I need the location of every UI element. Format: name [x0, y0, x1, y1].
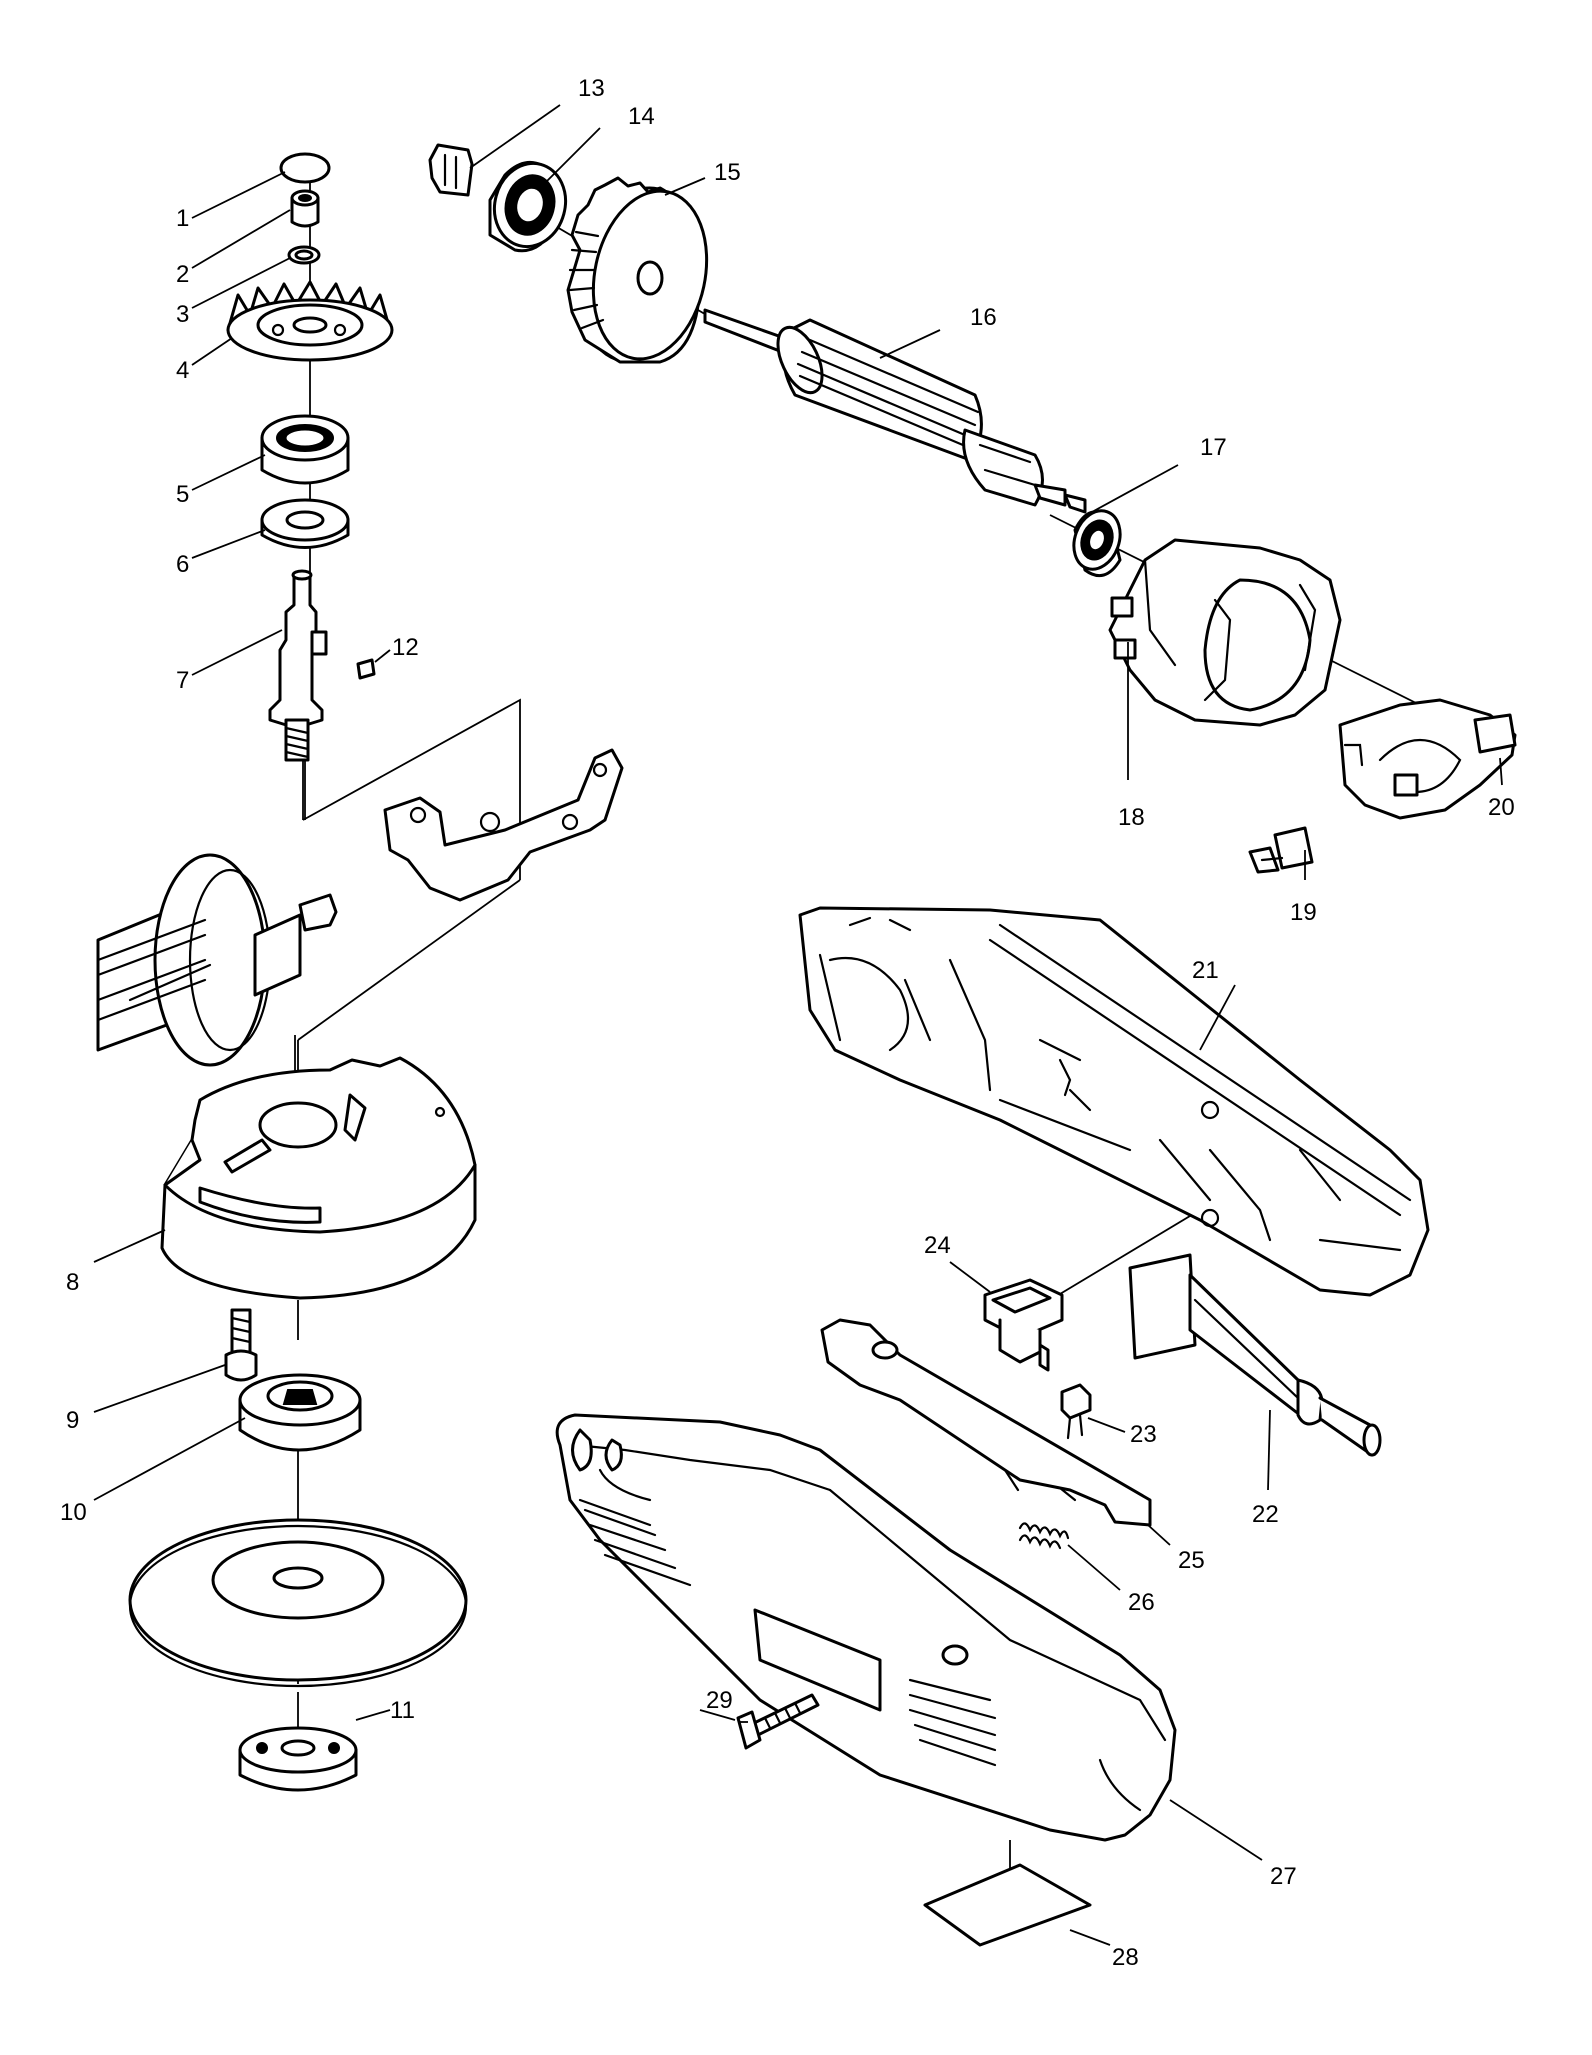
callout-labels: 1 2 3 4 5 6 7 8 9 10 11 12 13 14 15 16 1…	[60, 75, 1515, 1971]
callout-11: 11	[390, 1697, 415, 1724]
part-6-washer	[260, 498, 350, 549]
part-15-helical-gear	[566, 176, 709, 364]
callout-18: 18	[1118, 804, 1145, 831]
part-27-housing-cover	[555, 1413, 1177, 1842]
part-11-lock-nut	[238, 1726, 358, 1792]
callout-25: 25	[1178, 1547, 1205, 1574]
part-12-key	[356, 658, 376, 680]
callout-9: 9	[66, 1407, 79, 1434]
part-16-armature	[703, 308, 1087, 514]
part-17-ball-bearing	[1072, 509, 1122, 578]
part-1-cap	[279, 152, 331, 184]
part-9-hex-bolt	[224, 1308, 258, 1382]
part-28-name-plate	[923, 1863, 1092, 1947]
part-7-spindle	[268, 569, 328, 762]
callout-19: 19	[1290, 899, 1317, 926]
callout-15: 15	[714, 159, 741, 186]
part-10-inner-flange	[238, 1373, 362, 1452]
callout-20: 20	[1488, 794, 1515, 821]
part-18-field	[1108, 538, 1342, 727]
callout-4: 4	[176, 357, 189, 384]
part-13-clip	[428, 143, 474, 197]
clamp-bracket	[383, 748, 624, 902]
part-2-sleeve	[290, 189, 320, 228]
part-5-ball-bearing	[260, 414, 350, 485]
callout-27: 27	[1270, 1863, 1297, 1890]
part-29-tapping-screw	[736, 1693, 820, 1750]
part-14-ball-bearing	[488, 161, 568, 253]
callout-17: 17	[1200, 434, 1227, 461]
callout-10: 10	[60, 1499, 87, 1526]
callout-22: 22	[1252, 1501, 1279, 1528]
callout-24: 24	[924, 1232, 951, 1259]
callout-16: 16	[970, 304, 997, 331]
grinding-wheel	[128, 1518, 468, 1688]
callout-21: 21	[1192, 957, 1219, 984]
callout-1: 1	[176, 205, 189, 232]
part-24-switch	[983, 1278, 1064, 1372]
callout-6: 6	[176, 551, 189, 578]
part-22-cord-guard	[1128, 1253, 1382, 1457]
callout-13: 13	[578, 75, 605, 102]
callout-14: 14	[628, 103, 655, 130]
callout-8: 8	[66, 1269, 79, 1296]
part-25-switch-lever	[820, 1318, 1152, 1527]
part-4-bevel-gear	[226, 280, 394, 362]
part-26-spring	[1018, 1522, 1070, 1550]
callout-5: 5	[176, 481, 189, 508]
part-21-motor-housing	[798, 906, 1430, 1297]
callout-12: 12	[392, 634, 419, 661]
leader-lines	[93, 104, 1503, 1946]
part-19-carbon-brush	[1248, 826, 1314, 874]
callout-23: 23	[1130, 1421, 1157, 1448]
callout-7: 7	[176, 667, 189, 694]
callout-29: 29	[706, 1687, 733, 1714]
callout-26: 26	[1128, 1589, 1155, 1616]
callout-3: 3	[176, 301, 189, 328]
part-3-retaining-ring	[287, 245, 321, 265]
part-8-wheel-guard	[160, 1056, 477, 1300]
part-20-brush-holder	[1338, 698, 1517, 820]
callout-28: 28	[1112, 1944, 1139, 1971]
part-23-capacitor	[1060, 1383, 1092, 1440]
gear-housing-section	[96, 853, 338, 1067]
callout-2: 2	[176, 261, 189, 288]
